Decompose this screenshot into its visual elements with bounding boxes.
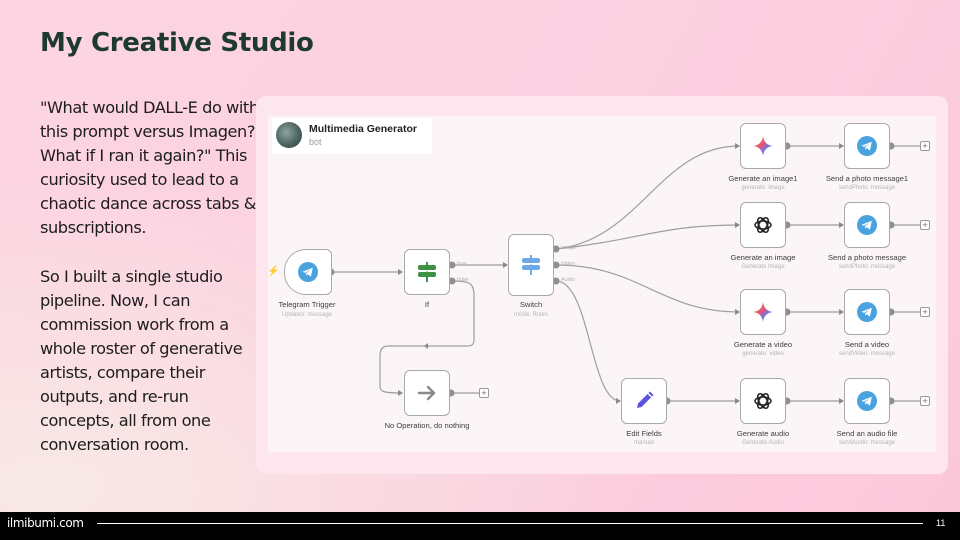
add-node-button[interactable]: +: [479, 388, 489, 398]
node-generate-image1[interactable]: [740, 123, 786, 169]
node-if[interactable]: [404, 249, 450, 295]
node-label: Generate an image: [730, 253, 796, 262]
body-paragraph-1: "What would DALL-E do with this prompt v…: [40, 98, 259, 238]
openai-icon: [754, 217, 772, 233]
node-label: If: [424, 300, 430, 309]
node-telegram-trigger[interactable]: [284, 249, 332, 295]
node-send-photo1[interactable]: [844, 123, 890, 169]
node-label: Switch: [519, 300, 543, 309]
port-label-true: true: [457, 261, 467, 267]
node-sublabel: Generate Image: [741, 264, 785, 270]
workflow-title: Multimedia Generator: [309, 123, 417, 135]
node-sublabel: mode: Rules: [514, 312, 548, 318]
node-label: Edit Fields: [626, 429, 662, 438]
node-no-operation[interactable]: [404, 370, 450, 416]
add-node-button[interactable]: +: [920, 220, 930, 230]
slide-title: My Creative Studio: [40, 28, 314, 58]
telegram-icon: [857, 215, 877, 235]
node-label: Telegram Trigger: [278, 300, 336, 309]
node-switch[interactable]: [508, 234, 554, 296]
signpost-icon: [418, 262, 436, 282]
node-sublabel: sendPhoto: message: [838, 185, 896, 191]
gemini-icon: [753, 136, 773, 156]
gemini-icon: [753, 302, 773, 322]
node-label: Generate an image1: [728, 174, 798, 183]
node-label: Generate audio: [736, 429, 790, 438]
pencil-icon: [637, 391, 654, 408]
add-node-button[interactable]: +: [920, 396, 930, 406]
node-generate-image[interactable]: [740, 202, 786, 248]
node-sublabel: sendVideo: message: [839, 351, 895, 357]
node-send-audio[interactable]: [844, 378, 890, 424]
edge-switch-image: [555, 224, 740, 250]
node-sublabel: Updates: message: [281, 312, 333, 318]
node-sublabel: sendPhoto: message: [838, 264, 896, 270]
slide-body: "What would DALL-E do with this prompt v…: [40, 96, 260, 457]
node-sublabel: sendAudio: message: [838, 440, 896, 446]
node-label: Send a video: [844, 340, 890, 349]
footer-site: ilmibumi.com: [7, 516, 84, 530]
node-send-photo[interactable]: [844, 202, 890, 248]
node-label: Send a photo message1: [825, 174, 909, 183]
port-label-audio: Audio: [561, 277, 576, 283]
add-node-button[interactable]: +: [920, 307, 930, 317]
workflow-header: Multimedia Generator bot: [272, 118, 432, 154]
node-label: Send a photo message: [827, 253, 907, 262]
edge-switch-audio: [555, 280, 621, 402]
node-generate-audio[interactable]: [740, 378, 786, 424]
openai-icon: [754, 393, 772, 409]
telegram-icon: [857, 136, 877, 156]
node-sublabel: generate: image: [741, 185, 785, 191]
telegram-icon: [857, 391, 877, 411]
node-sublabel: Generate Audio: [742, 440, 784, 446]
workflow-canvas: [268, 116, 936, 452]
port-label-video: Video: [561, 261, 575, 267]
edge-switch-image1: [555, 145, 740, 250]
node-sublabel: manual: [634, 440, 654, 446]
node-generate-video[interactable]: [740, 289, 786, 335]
node-label: Send an audio file: [836, 429, 898, 438]
node-label: No Operation, do nothing: [384, 421, 470, 430]
add-node-button[interactable]: +: [920, 141, 930, 151]
workflow-subtitle: bot: [309, 137, 322, 147]
port-label-false: false: [457, 277, 469, 283]
edge-switch-video: [555, 264, 740, 313]
bot-avatar-icon: [276, 122, 302, 148]
node-edit-fields[interactable]: [621, 378, 667, 424]
trigger-bolt-icon: ⚡: [267, 266, 280, 277]
telegram-icon: [298, 262, 318, 282]
body-paragraph-2: So I built a single studio pipeline. Now…: [40, 266, 243, 455]
footer-divider: [97, 523, 923, 524]
slide-footer: ilmibumi.com 11: [0, 512, 960, 540]
node-label: Generate a video: [733, 340, 793, 349]
node-send-video[interactable]: [844, 289, 890, 335]
arrow-right-icon: [417, 385, 436, 401]
port-label-image: Image: [561, 245, 577, 251]
signpost-icon: [522, 255, 540, 275]
telegram-icon: [857, 302, 877, 322]
node-sublabel: generate: video: [742, 351, 784, 357]
page-number: 11: [936, 518, 946, 528]
